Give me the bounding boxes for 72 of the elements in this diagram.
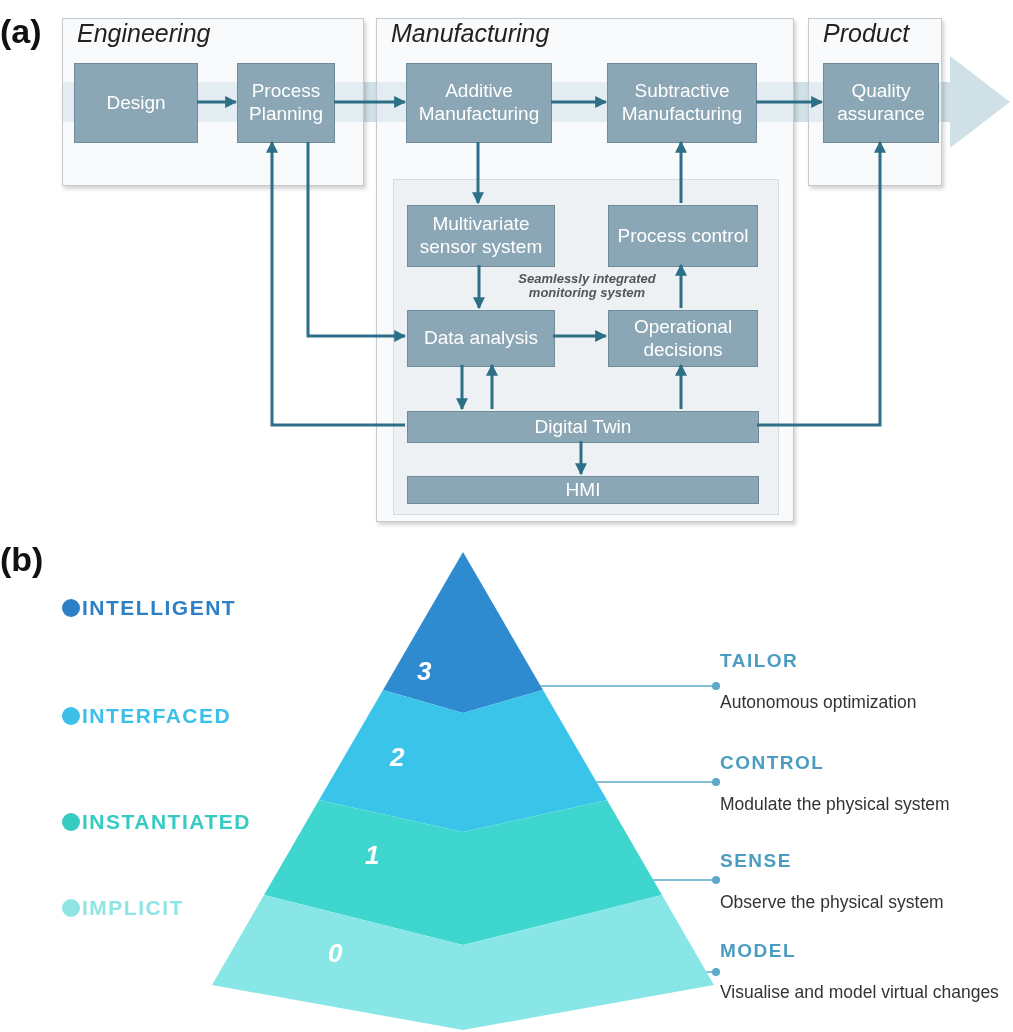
pyramid-tier	[212, 895, 714, 1030]
process-box	[406, 63, 552, 143]
box-label: Design	[106, 91, 166, 115]
process-box	[407, 476, 759, 504]
arrow	[473, 265, 485, 310]
leader-line	[539, 681, 721, 691]
leader-line	[705, 967, 721, 977]
process-box	[407, 411, 759, 443]
level-description: Autonomous optimization	[720, 694, 917, 712]
box-label: Digital Twin	[534, 415, 632, 439]
panel-letter: (b)	[0, 540, 44, 579]
section-heading: Manufacturing	[391, 19, 550, 48]
process-box	[608, 205, 758, 267]
tier-number: 0	[328, 938, 343, 969]
level-description: Observe the physical system	[720, 894, 944, 912]
arrow	[266, 140, 405, 427]
arrow	[197, 96, 238, 108]
section-panel	[62, 18, 364, 186]
legend-label: INTELLIGENT	[82, 596, 237, 620]
box-label: Multivariate sensor system	[418, 213, 544, 259]
level-description: Modulate the physical system	[720, 796, 950, 814]
monitoring-panel	[393, 179, 779, 515]
level-title: SENSE	[720, 850, 792, 872]
process-box	[74, 63, 198, 143]
section-panel	[808, 18, 942, 186]
arrow	[553, 330, 608, 342]
process-box	[407, 205, 555, 267]
level-description: Visualise and model virtual changes	[720, 984, 1000, 1002]
tier-number: 1	[365, 840, 380, 871]
process-box	[608, 310, 758, 367]
arrow	[486, 363, 498, 409]
pyramid-tier	[383, 552, 543, 713]
process-box	[237, 63, 335, 143]
arrow	[472, 142, 484, 205]
box-label: Subtractive Manufacturing	[620, 80, 744, 126]
legend-label: IMPLICIT	[82, 896, 184, 920]
process-box	[607, 63, 757, 143]
leader-line	[595, 777, 721, 787]
section-heading: Product	[823, 19, 910, 48]
box-label: HMI	[565, 478, 601, 502]
box-label: Quality assurance	[836, 80, 926, 126]
legend-label: INTERFACED	[82, 704, 232, 728]
tier-number: 2	[390, 742, 405, 773]
arrow	[675, 263, 687, 308]
box-label: Additive Manufacturing	[417, 80, 541, 126]
panel-caption: Seamlessly integrated monitoring system	[517, 272, 657, 301]
level-title: TAILOR	[720, 650, 799, 672]
level-title: MODEL	[720, 940, 797, 962]
arrow	[456, 365, 468, 411]
arrow	[675, 363, 687, 409]
arrow	[756, 96, 824, 108]
box-label: Data analysis	[423, 327, 539, 350]
arrow	[675, 140, 687, 203]
pyramid-tier	[319, 690, 607, 832]
arrow	[575, 441, 587, 476]
level-title: CONTROL	[720, 752, 825, 774]
process-box	[407, 310, 555, 367]
section-panel	[376, 18, 794, 522]
pyramid-tier	[264, 800, 662, 945]
box-label: Process control	[617, 224, 749, 248]
process-box	[823, 63, 939, 143]
tier-number: 3	[417, 656, 432, 687]
arrow	[757, 140, 886, 427]
arrow	[306, 142, 407, 342]
box-label: Process Planning	[248, 80, 324, 126]
panel-letter: (a)	[0, 12, 42, 51]
leader-line	[652, 875, 721, 885]
box-label: Operational decisions	[632, 315, 734, 362]
arrow	[334, 96, 407, 108]
arrow	[551, 96, 608, 108]
legend-label: INSTANTIATED	[82, 810, 251, 834]
section-heading: Engineering	[77, 19, 211, 48]
